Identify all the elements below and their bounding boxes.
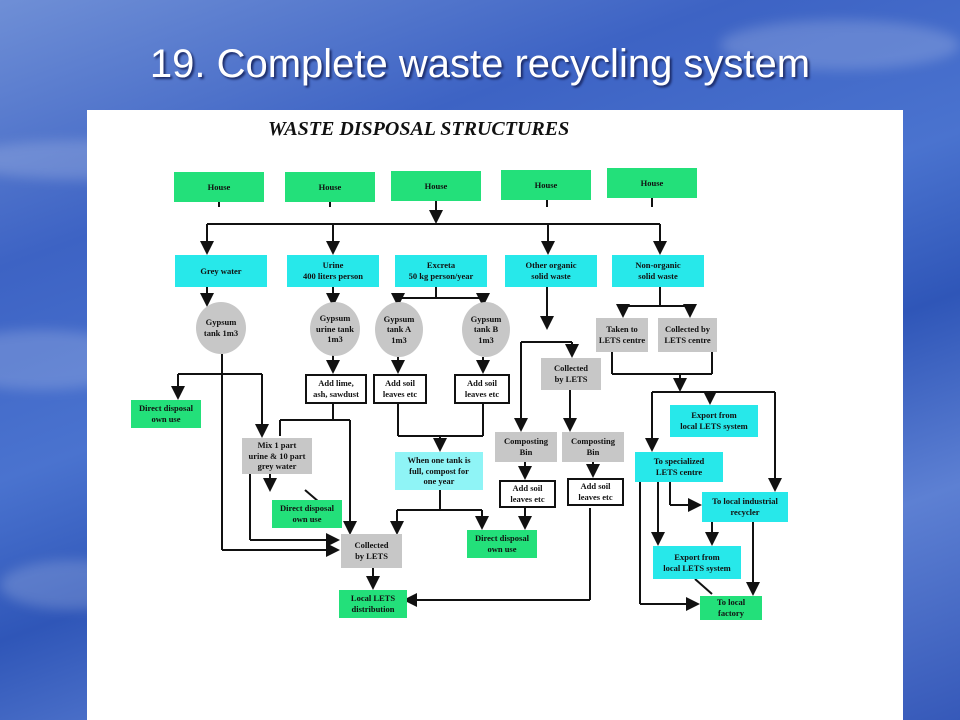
to-specialized-lets-box: To specialized LETS centre xyxy=(635,452,723,482)
taken-to-lets-box: Taken to LETS centre xyxy=(596,318,648,352)
excreta-box: Excreta 50 kg person/year xyxy=(395,255,487,287)
house-box-4: House xyxy=(501,170,591,200)
composting-bin-box-2: Composting Bin xyxy=(562,432,624,462)
direct-disposal-box-1: Direct disposal own use xyxy=(131,400,201,428)
gypsum-tank-b-oval: Gypsum tank B 1m3 xyxy=(462,302,510,357)
gypsum-tank-oval: Gypsum tank 1m3 xyxy=(196,302,246,354)
to-local-factory-box: To local factory xyxy=(700,596,762,620)
urine-box: Urine 400 liters person xyxy=(287,255,379,287)
composting-bin-box-1: Composting Bin xyxy=(495,432,557,462)
diagram-title: WASTE DISPOSAL STRUCTURES xyxy=(268,118,570,140)
direct-disposal-box-2: Direct disposal own use xyxy=(272,500,342,528)
slide-title: 19. Complete waste recycling system xyxy=(149,42,811,86)
local-lets-distribution-box: Local LETS distribution xyxy=(339,590,407,618)
add-soil-box-a: Add soil leaves etc xyxy=(373,374,427,404)
add-soil-box-c: Add soil leaves etc xyxy=(499,480,556,508)
export-lets-box-2: Export from local LETS system xyxy=(653,546,741,579)
non-organic-box: Non-organic solid waste xyxy=(612,255,704,287)
export-lets-box-1: Export from local LETS system xyxy=(670,405,758,437)
house-box-5: House xyxy=(607,168,697,198)
add-lime-box: Add lime, ash, sawdust xyxy=(305,374,367,404)
collected-by-lets-top-box: Collected by LETS xyxy=(541,358,601,390)
house-box-3: House xyxy=(391,171,481,201)
gypsum-tank-a-oval: Gypsum tank A 1m3 xyxy=(375,302,423,357)
gypsum-urine-tank-oval: Gypsum urine tank 1m3 xyxy=(310,302,360,356)
direct-disposal-box-3: Direct disposal own use xyxy=(467,530,537,558)
house-box-1: House xyxy=(174,172,264,202)
grey-water-box: Grey water xyxy=(175,255,267,287)
add-soil-box-d: Add soil leaves etc xyxy=(567,478,624,506)
mix-urine-box: Mix 1 part urine & 10 part grey water xyxy=(242,438,312,474)
collected-by-lets-centre-box: Collected by LETS centre xyxy=(658,318,717,352)
to-industrial-recycler-box: To local industrial recycler xyxy=(702,492,788,522)
house-box-2: House xyxy=(285,172,375,202)
other-organic-box: Other organic solid waste xyxy=(505,255,597,287)
add-soil-box-b: Add soil leaves etc xyxy=(454,374,510,404)
when-full-compost-box: When one tank is full, compost for one y… xyxy=(395,452,483,490)
collected-by-lets-mid-box: Collected by LETS xyxy=(341,534,402,568)
